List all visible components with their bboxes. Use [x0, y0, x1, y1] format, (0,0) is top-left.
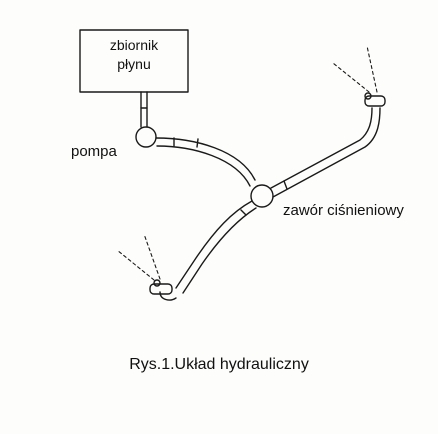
- valve-to-left-actuator-pipe: [175, 200, 257, 294]
- reservoir-box: [79, 29, 189, 93]
- valve-to-right-actuator-pipe: [270, 107, 381, 198]
- pump-symbol: [135, 126, 157, 148]
- right-spray-lines: [332, 45, 378, 93]
- reservoir-label-line2: płynu: [117, 56, 151, 72]
- left-spray-lines: [116, 233, 161, 281]
- pump-to-valve-pipe: [155, 137, 256, 187]
- reservoir-to-pump-pipe: [140, 91, 148, 128]
- figure-caption: Rys.1.Układ hydrauliczny: [129, 356, 309, 373]
- pressure-valve-label: zawór ciśnieniowy: [283, 202, 404, 219]
- left-actuator: [149, 279, 177, 301]
- reservoir-label-line1: zbiornik: [109, 37, 159, 53]
- pump-label: pompa: [71, 143, 117, 160]
- reservoir-label: zbiornik płynu: [80, 36, 188, 74]
- pressure-valve-symbol: [250, 184, 274, 208]
- right-actuator: [364, 92, 386, 107]
